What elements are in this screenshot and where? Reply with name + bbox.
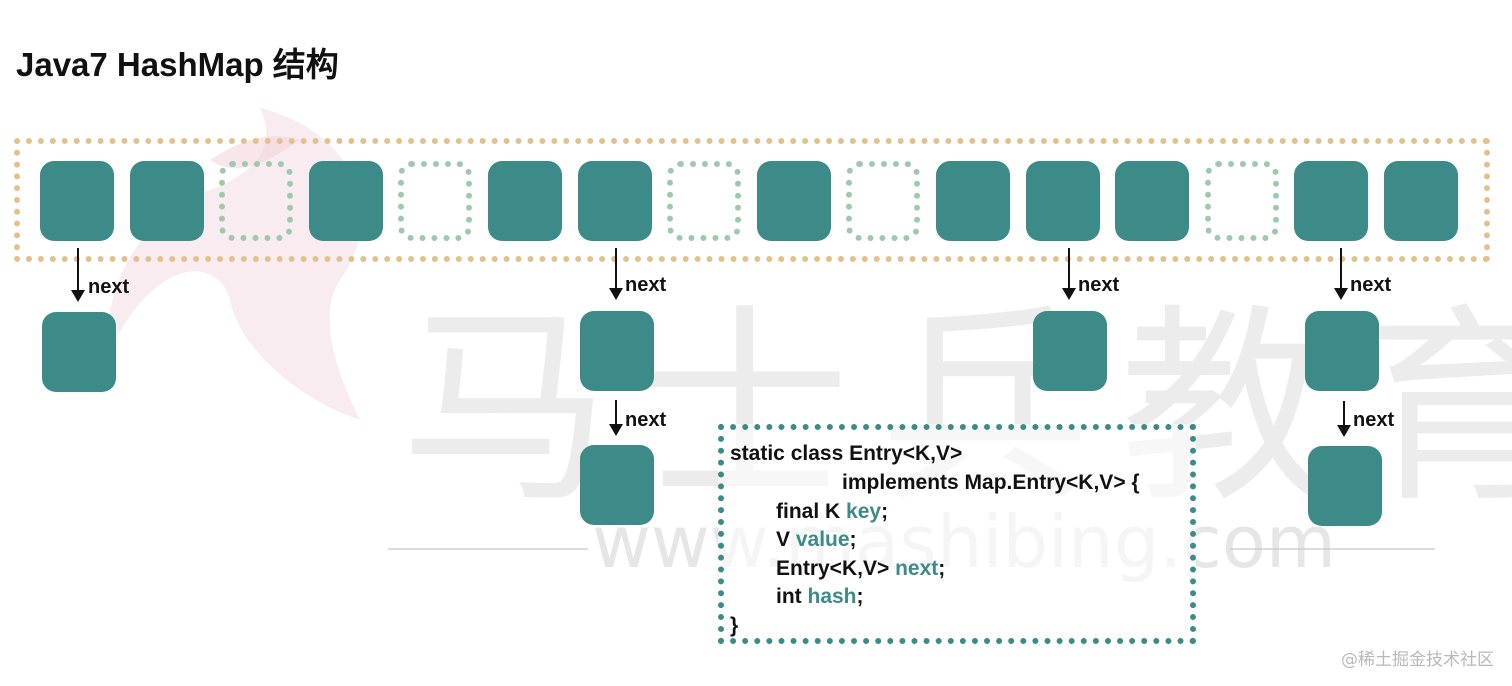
code-line-hash: int hash; <box>776 585 864 608</box>
field-hash: hash <box>807 585 857 608</box>
bucket-empty <box>398 161 472 241</box>
code-line-value: V value; <box>776 528 857 551</box>
chain-node <box>1308 446 1382 526</box>
next-label: next <box>625 274 667 296</box>
next-arrow <box>1062 248 1076 300</box>
code-line-key: final K key; <box>776 500 889 523</box>
bucket-filled <box>1384 161 1458 241</box>
source-credit: @稀土掘金技术社区 <box>1341 650 1494 670</box>
watermark-line-left <box>388 548 588 550</box>
next-label: next <box>88 276 130 298</box>
next-label: next <box>1078 274 1120 296</box>
next-label: next <box>625 409 667 431</box>
next-arrow <box>609 248 623 300</box>
chain-node <box>42 312 116 392</box>
field-value: value <box>795 528 850 551</box>
next-arrow <box>1334 248 1348 300</box>
chain-node <box>1033 311 1107 391</box>
bucket-filled <box>757 161 831 241</box>
hash-array-frame <box>14 138 1490 262</box>
next-arrow <box>1337 401 1351 437</box>
next-label: next <box>1350 274 1392 296</box>
bucket-empty <box>846 161 920 241</box>
bucket-empty <box>1205 161 1279 241</box>
chain-node <box>580 445 654 525</box>
bucket-filled <box>578 161 652 241</box>
bucket-filled <box>40 161 114 241</box>
entry-code-box: static class Entry<K,V> implements Map.E… <box>718 424 1196 644</box>
bucket-empty <box>219 161 293 241</box>
chain-node <box>1305 311 1379 391</box>
chain-node <box>580 311 654 391</box>
bucket-filled <box>488 161 562 241</box>
bucket-filled <box>1115 161 1189 241</box>
bucket-filled <box>1294 161 1368 241</box>
code-line-close: } <box>730 614 739 637</box>
next-label: next <box>1353 409 1395 431</box>
code-line-class: static class Entry<K,V> <box>730 442 963 465</box>
code-line-next: Entry<K,V> next; <box>776 557 946 580</box>
next-arrow <box>609 400 623 436</box>
page-title: Java7 HashMap 结构 <box>16 46 339 83</box>
field-key: key <box>846 500 882 523</box>
watermark-line-right <box>1230 548 1435 550</box>
code-line-implements: implements Map.Entry<K,V> { <box>842 471 1140 494</box>
bucket-filled <box>309 161 383 241</box>
bucket-empty <box>667 161 741 241</box>
field-next: next <box>895 557 939 580</box>
bucket-filled <box>1026 161 1100 241</box>
bucket-filled <box>936 161 1010 241</box>
bucket-filled <box>130 161 204 241</box>
next-arrow <box>71 248 85 302</box>
